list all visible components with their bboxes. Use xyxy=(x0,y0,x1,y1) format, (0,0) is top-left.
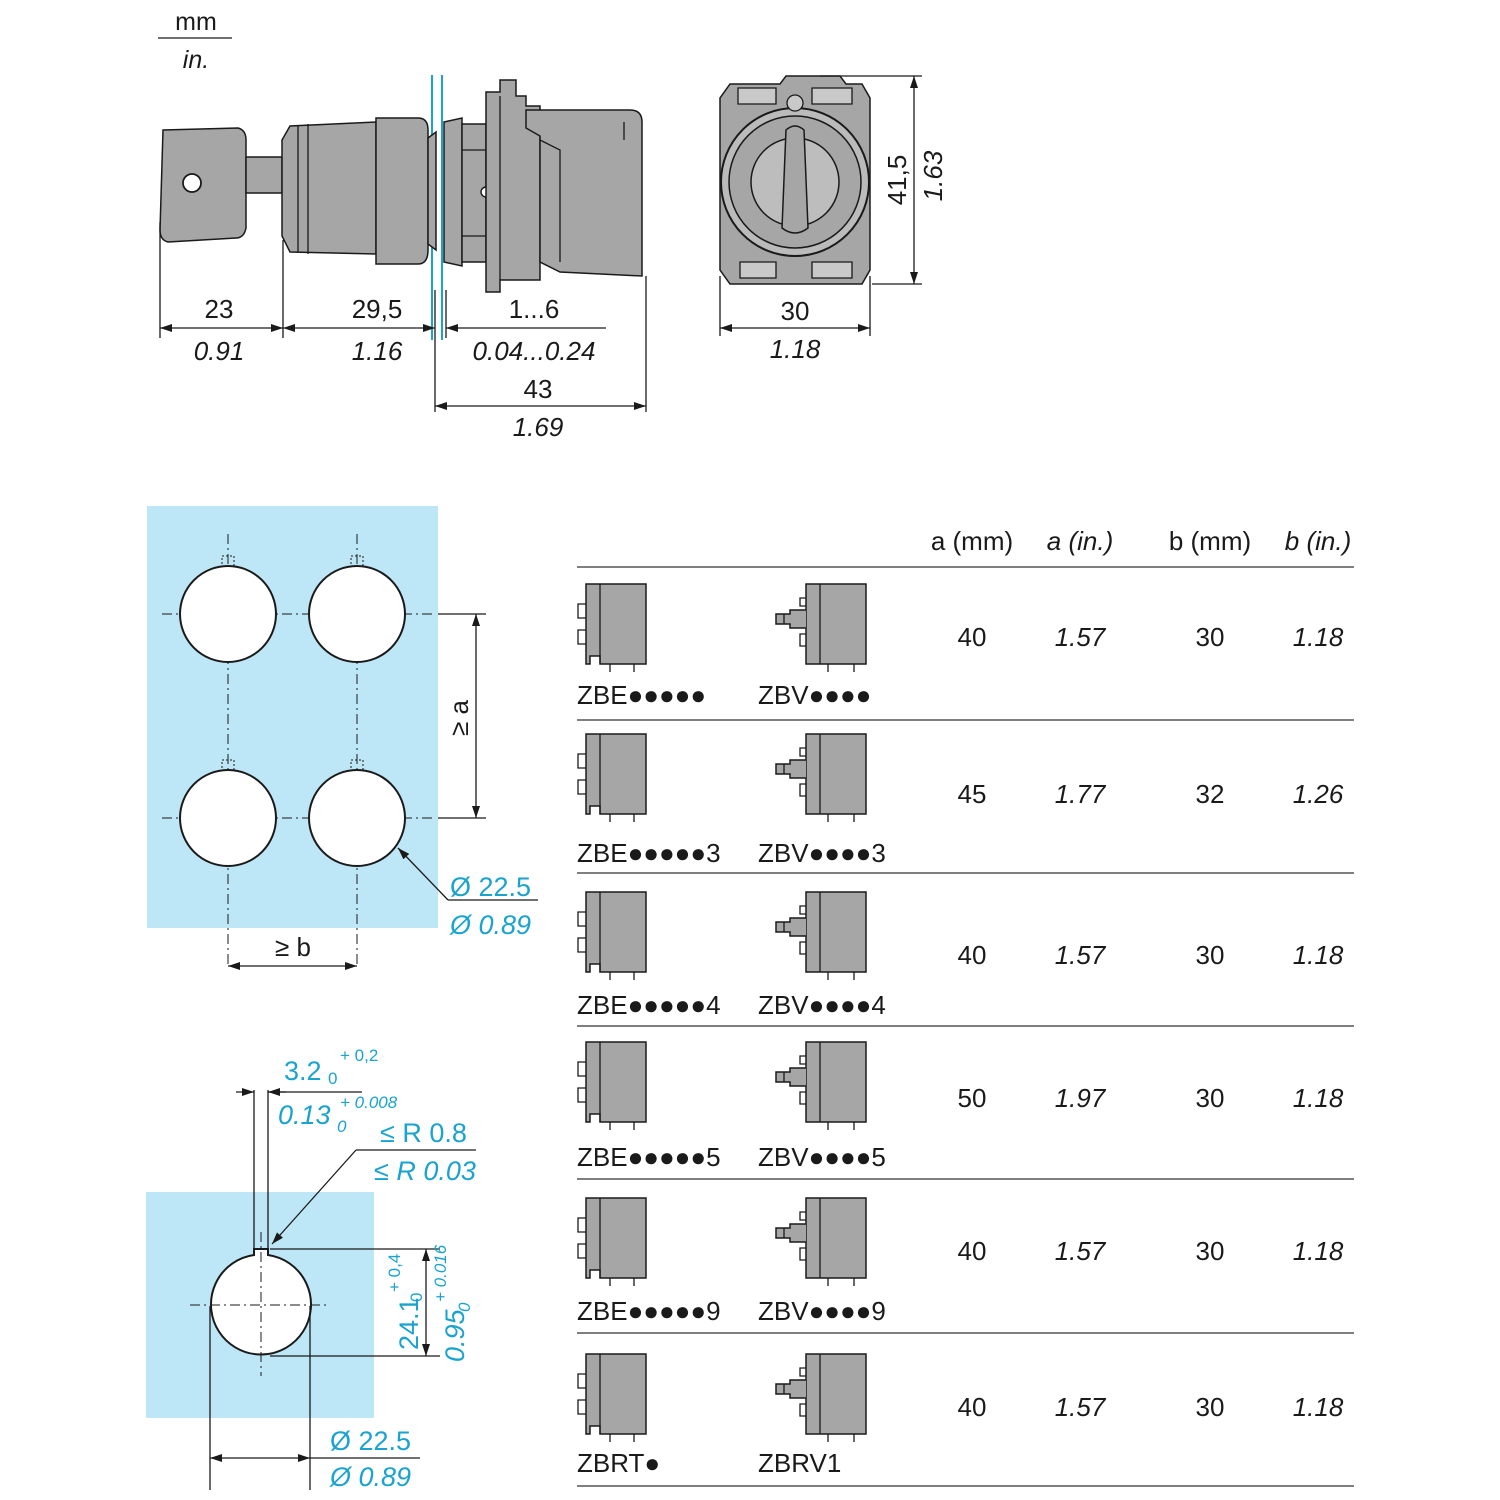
dim-front-height-mm: 41,5 xyxy=(882,155,912,206)
dim-front-width-mm: 30 xyxy=(781,296,810,326)
contact-block-image xyxy=(775,583,867,673)
cell-a-in: 1.97 xyxy=(1055,1083,1107,1113)
table-header-b-in: b (in.) xyxy=(1285,526,1351,556)
dim-panel-thickness-mm: 1...6 xyxy=(509,294,560,324)
cutout-radius-mm: ≤ R 0.8 xyxy=(380,1118,467,1148)
cell-b-mm: 30 xyxy=(1196,622,1225,652)
table-header-a-in: a (in.) xyxy=(1047,526,1113,556)
table-row: ZBE●●●●●9 ZBV●●●●9 40 1.57 30 1.18 xyxy=(577,1197,1344,1326)
contact-block-image xyxy=(577,1353,647,1443)
cell-a-in: 1.57 xyxy=(1055,622,1107,652)
cell-a-mm: 40 xyxy=(958,1236,987,1266)
cutout-height-in: 0.950+ 0.016 xyxy=(431,1244,474,1362)
contact-block-image xyxy=(775,891,867,981)
dim-key-length-in: 0.91 xyxy=(194,336,245,366)
row-ref-right: ZBV●●●●5 xyxy=(758,1142,886,1172)
side-view-switch xyxy=(159,75,643,340)
table-header-b-mm: b (mm) xyxy=(1169,526,1251,556)
table-row: ZBE●●●●● ZBV●●●● 40 1.57 30 1.18 xyxy=(577,583,1344,710)
unit-in-label: in. xyxy=(183,46,209,74)
front-view-switch xyxy=(719,75,871,285)
cell-b-mm: 30 xyxy=(1196,1083,1225,1113)
table-row: ZBE●●●●●5 ZBV●●●●5 50 1.97 30 1.18 xyxy=(577,1041,1344,1172)
dim-rear-depth-mm: 43 xyxy=(524,374,553,404)
cutout-hole xyxy=(190,1232,330,1376)
panel-holes xyxy=(179,555,406,867)
contact-block-image xyxy=(775,1041,867,1131)
row-ref-right: ZBV●●●●4 xyxy=(758,990,886,1020)
contact-block-image xyxy=(577,1041,647,1131)
cutout-height-mm: 24.10+ 0,4 xyxy=(385,1254,426,1350)
cell-a-mm: 45 xyxy=(958,779,987,809)
cell-b-in: 1.18 xyxy=(1293,1392,1344,1422)
cell-a-mm: 40 xyxy=(958,622,987,652)
contact-block-image xyxy=(577,733,647,823)
cell-b-mm: 30 xyxy=(1196,1236,1225,1266)
cutout-hole-dia-in: Ø 0.89 xyxy=(329,1462,411,1492)
cell-a-mm: 50 xyxy=(958,1083,987,1113)
row-ref-left: ZBE●●●●●3 xyxy=(577,838,721,868)
row-ref-left: ZBE●●●●●9 xyxy=(577,1296,721,1326)
row-ref-right: ZBV●●●●9 xyxy=(758,1296,886,1326)
cell-b-in: 1.18 xyxy=(1293,940,1344,970)
row-ref-right: ZBRV1 xyxy=(758,1448,841,1478)
label-min-b: ≥ b xyxy=(275,932,311,962)
dim-bezel-length-in: 1.16 xyxy=(352,336,403,366)
contact-block-image xyxy=(775,733,867,823)
row-ref-left: ZBE●●●●●5 xyxy=(577,1142,721,1172)
row-ref-right: ZBV●●●● xyxy=(758,680,871,710)
dim-key-length-mm: 23 xyxy=(205,294,234,324)
row-ref-left: ZBE●●●●●4 xyxy=(577,990,721,1020)
cell-b-mm: 30 xyxy=(1196,1392,1225,1422)
cell-b-mm: 30 xyxy=(1196,940,1225,970)
cell-b-mm: 32 xyxy=(1196,779,1225,809)
table-row: ZBRT● ZBRV1 40 1.57 30 1.18 xyxy=(577,1353,1344,1478)
cutout-radius-in: ≤ R 0.03 xyxy=(374,1156,476,1186)
cell-a-mm: 40 xyxy=(958,1392,987,1422)
row-ref-left: ZBE●●●●● xyxy=(577,680,706,710)
dim-panel-thickness-in: 0.04...0.24 xyxy=(473,336,596,366)
cell-a-in: 1.57 xyxy=(1055,940,1107,970)
row-ref-left: ZBRT● xyxy=(577,1448,660,1478)
panel-layout-area xyxy=(147,506,438,928)
contact-block-image xyxy=(577,583,647,673)
contact-block-image xyxy=(775,1197,867,1287)
contact-block-image xyxy=(775,1353,867,1443)
unit-mm-label: mm xyxy=(175,8,217,36)
dim-rear-depth-in: 1.69 xyxy=(513,412,564,442)
dim-bezel-length-mm: 29,5 xyxy=(352,294,403,324)
cell-b-in: 1.26 xyxy=(1293,779,1344,809)
cell-b-in: 1.18 xyxy=(1293,1083,1344,1113)
panel-hole-dia-in: Ø 0.89 xyxy=(449,910,531,940)
dim-front-width-in: 1.18 xyxy=(770,334,821,364)
spacing-table: a (mm) a (in.) b (mm) b (in.) ZBE●●●●● Z… xyxy=(577,526,1354,1487)
contact-block-image xyxy=(577,891,647,981)
table-row: ZBE●●●●●4 ZBV●●●●4 40 1.57 30 1.18 xyxy=(577,891,1344,1020)
cell-b-in: 1.18 xyxy=(1293,1236,1344,1266)
cutout-hole-dia-mm: Ø 22.5 xyxy=(330,1426,411,1456)
cell-a-in: 1.57 xyxy=(1055,1236,1107,1266)
contact-block-image xyxy=(577,1197,647,1287)
cell-b-in: 1.18 xyxy=(1293,622,1344,652)
cell-a-in: 1.77 xyxy=(1055,779,1107,809)
table-row: ZBE●●●●●3 ZBV●●●●3 45 1.77 32 1.26 xyxy=(577,733,1344,868)
row-ref-right: ZBV●●●●3 xyxy=(758,838,886,868)
table-header-a-mm: a (mm) xyxy=(931,526,1013,556)
cell-a-in: 1.57 xyxy=(1055,1392,1107,1422)
dim-front-height-in: 1.63 xyxy=(918,150,948,201)
label-min-a: ≥ a xyxy=(444,699,474,735)
panel-hole-dia-mm: Ø 22.5 xyxy=(450,872,531,902)
cell-a-mm: 40 xyxy=(958,940,987,970)
